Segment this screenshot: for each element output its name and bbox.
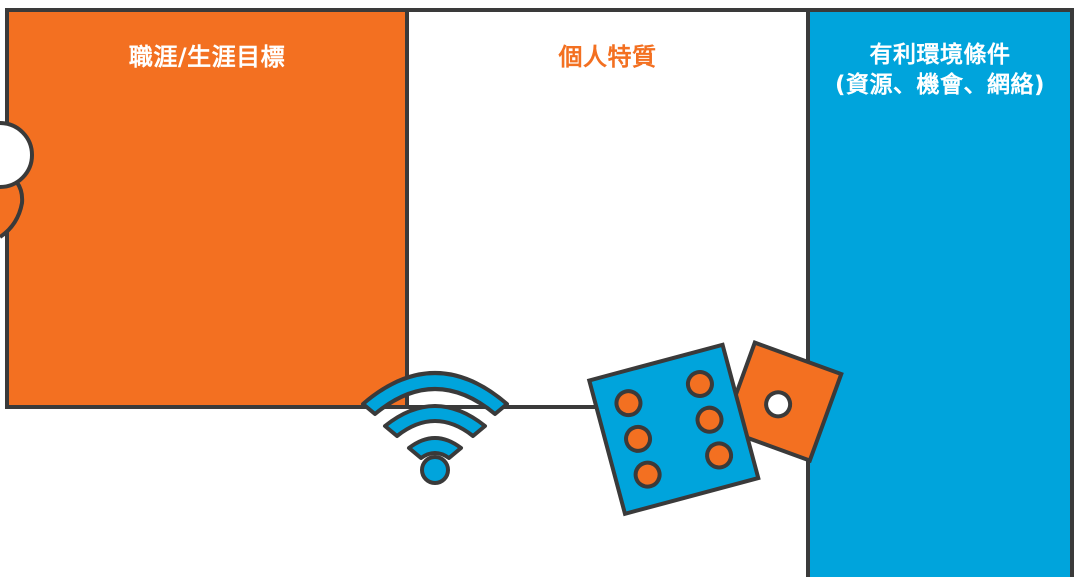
wifi-icon (361, 371, 509, 485)
dice-one-icon (720, 340, 844, 464)
panel-personal-traits: 個人特質 (405, 8, 810, 409)
panel-career-goals: 職涯/生涯目標 (5, 8, 409, 409)
dice-six-icon (586, 342, 761, 517)
partial-circle-icon (0, 121, 34, 239)
panel-favorable-environment: 有利環境條件 (資源、機會、網絡) (806, 8, 1074, 577)
environment-title-line1: 有利環境條件 (869, 42, 1011, 68)
panel-favorable-environment-title: 有利環境條件 (資源、機會、網絡) (810, 40, 1070, 100)
environment-title-line2: (資源、機會、網絡) (834, 72, 1046, 98)
panel-personal-traits-title: 個人特質 (558, 43, 657, 71)
panel-career-goals-title: 職涯/生涯目標 (128, 43, 286, 71)
